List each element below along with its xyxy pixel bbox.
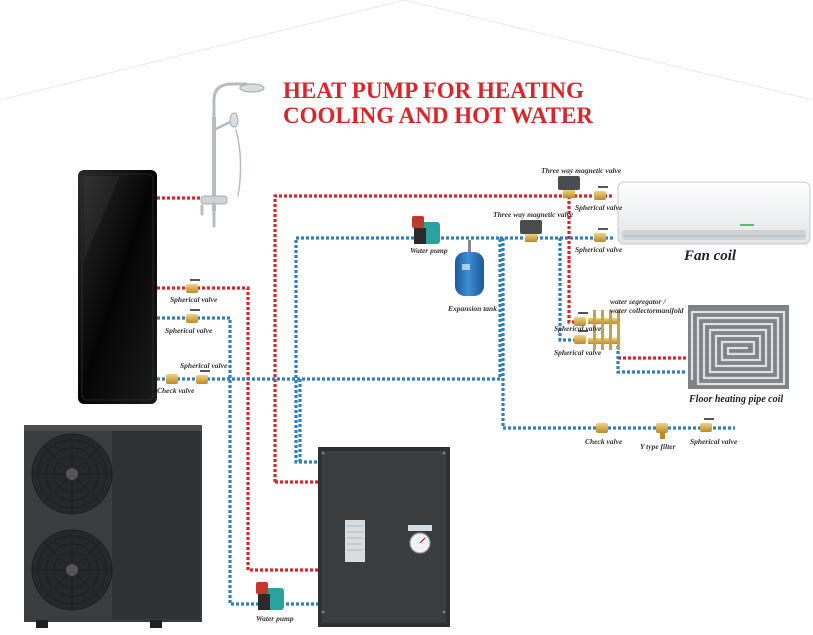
label-spherical-valve-tank-blue: Spherical valve: [165, 326, 213, 335]
label-water-pump-top: Water pump: [410, 246, 448, 255]
spherical-valves: [166, 186, 714, 439]
shower-set: [200, 82, 265, 228]
check-valve-right: [596, 423, 608, 433]
spherical-valve-manifold-top: [574, 312, 588, 326]
outdoor-heat-pump-unit: [24, 425, 202, 628]
hot-water-tank: [78, 170, 157, 404]
label-spherical-valve-right: Spherical valve: [690, 437, 738, 446]
label-manifold-line-2: water collectormanifold: [610, 306, 684, 315]
three-way-valve-mid: [520, 220, 542, 242]
check-valve-left: [166, 374, 178, 384]
spherical-valve-tank-red: [186, 279, 200, 293]
title-line-2: COOLING AND HOT WATER: [283, 103, 593, 128]
label-three-way-valve-mid: Three way magnetic valve: [493, 210, 574, 219]
label-spherical-valve-fan-bottom: Spherical valve: [575, 245, 623, 254]
spherical-valve-manifold-bottom: [574, 330, 588, 344]
water-pump-bottom: [256, 582, 284, 610]
label-spherical-valve-left: Spherical valve: [180, 361, 228, 370]
expansion-tank: [455, 240, 484, 296]
label-expansion-tank: Expansion tank: [448, 304, 497, 313]
label-water-pump-bottom: Water pump: [256, 614, 294, 623]
floor-heating-coil: [688, 305, 789, 389]
label-check-valve-right: Check valve: [585, 437, 623, 446]
spherical-valve-left: [196, 370, 210, 384]
fan-coil-unit: [617, 181, 811, 245]
spherical-valve-fan-top: [594, 186, 608, 200]
title-line-1: HEAT PUMP FOR HEATING: [283, 78, 584, 103]
label-spherical-valve-manifold-bottom: Spherical valve: [554, 348, 602, 357]
spherical-valve-tank-blue: [186, 309, 200, 323]
label-y-filter: Y type filter: [640, 442, 676, 451]
label-check-valve-left: Check valve: [157, 386, 195, 395]
roof-outline: [0, 0, 813, 101]
water-manifold: [588, 310, 620, 350]
label-spherical-valve-tank-red: Spherical valve: [170, 295, 218, 304]
spherical-valve-right: [700, 418, 714, 432]
label-manifold-line-1: water segregator /: [610, 297, 666, 306]
indoor-hydro-module: [318, 447, 450, 627]
label-three-way-valve-top: Three way magnetic valve: [541, 166, 622, 175]
label-spherical-valve-manifold-top: Spherical valve: [554, 324, 602, 333]
label-fan-coil: Fan coil: [684, 248, 737, 264]
three-way-valve-top: [558, 176, 580, 198]
label-spherical-valve-fan-top: Spherical valve: [575, 203, 623, 212]
y-type-filter: [656, 423, 668, 439]
label-floor-heating: Floor heating pipe coil: [689, 394, 784, 405]
water-pump-top: [412, 216, 440, 244]
spherical-valve-fan-bottom: [594, 228, 608, 242]
page-title: HEAT PUMP FOR HEATING COOLING AND HOT WA…: [283, 78, 603, 128]
